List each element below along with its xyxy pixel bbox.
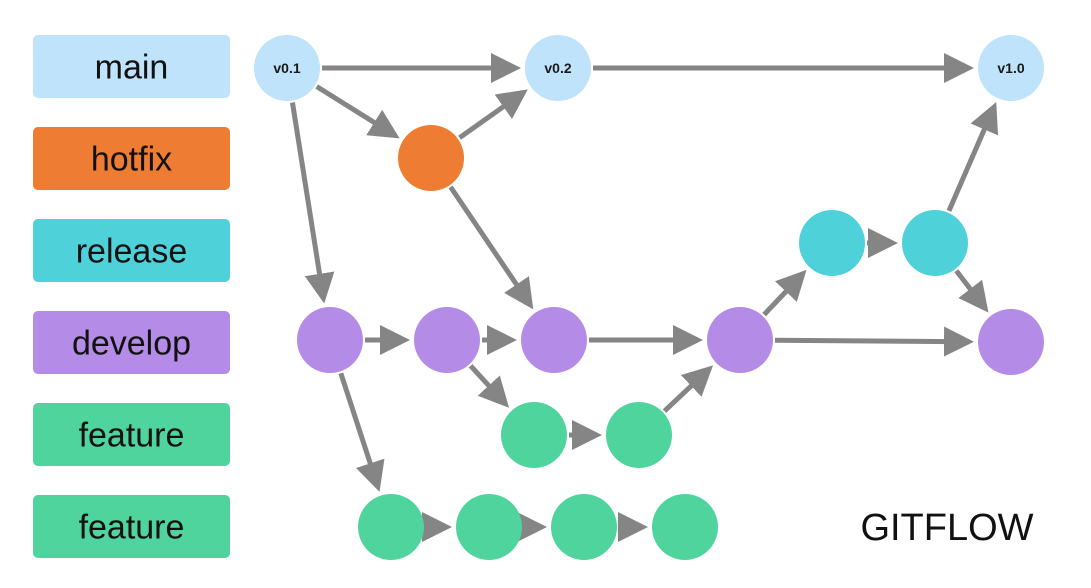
commit-node-d1 (297, 307, 363, 373)
commit-node-fa1 (501, 402, 567, 468)
legend-box-feature1 (33, 403, 230, 466)
commit-node-fb1 (358, 494, 424, 560)
legend-label-release: release (76, 233, 188, 271)
commit-node-m3 (978, 35, 1044, 101)
legend-box-feature2 (33, 495, 230, 558)
edge-h1-m2 (458, 89, 528, 140)
edge-m1-d1 (289, 102, 335, 304)
branch-legend: main hotfix release develop feature feature (33, 35, 230, 558)
commit-label-m3: v1.0 (997, 60, 1024, 76)
commit-node-m2 (525, 35, 591, 101)
edge-m1-h1 (315, 84, 400, 139)
diagram-title: GITFLOW (860, 507, 1033, 549)
commit-node-d5 (978, 309, 1044, 375)
commit-node-r1 (799, 210, 865, 276)
legend-label-feature2: feature (79, 509, 185, 547)
commit-node-m1 (254, 35, 320, 101)
legend-label-develop: develop (72, 325, 191, 363)
legend-label-feature1: feature (79, 417, 185, 455)
commit-node-fb2 (456, 494, 522, 560)
legend-box-main (33, 35, 230, 98)
legend-label-main: main (95, 49, 169, 87)
legend-box-hotfix (33, 127, 230, 190)
commit-node-d4 (707, 307, 773, 373)
commit-node-d3 (521, 307, 587, 373)
edge-r2-m3 (946, 101, 999, 212)
commit-node-d2 (414, 307, 480, 373)
legend-label-hotfix: hotfix (91, 141, 172, 179)
commit-node-fb4 (652, 494, 718, 560)
edge-r2-d5 (954, 269, 989, 313)
commit-node-fa2 (606, 402, 672, 468)
commit-node-h1 (398, 125, 464, 191)
commit-node-r2 (902, 210, 968, 276)
edge-d2-fa1 (468, 364, 510, 408)
edge-h1-d3 (448, 185, 534, 310)
commit-label-m1: v0.1 (273, 60, 300, 76)
edge-d1-fb1 (338, 372, 385, 492)
commit-edges (289, 53, 999, 542)
commit-nodes: v0.1 v0.2 v1.0 (254, 35, 1044, 560)
edge-d4-r1 (762, 269, 807, 317)
edge-d4-d5 (774, 326, 975, 357)
commit-node-fb3 (551, 494, 617, 560)
edge-fa2-d4 (662, 365, 714, 413)
legend-box-develop (33, 311, 230, 374)
commit-label-m2: v0.2 (544, 60, 571, 76)
legend-box-release (33, 219, 230, 282)
